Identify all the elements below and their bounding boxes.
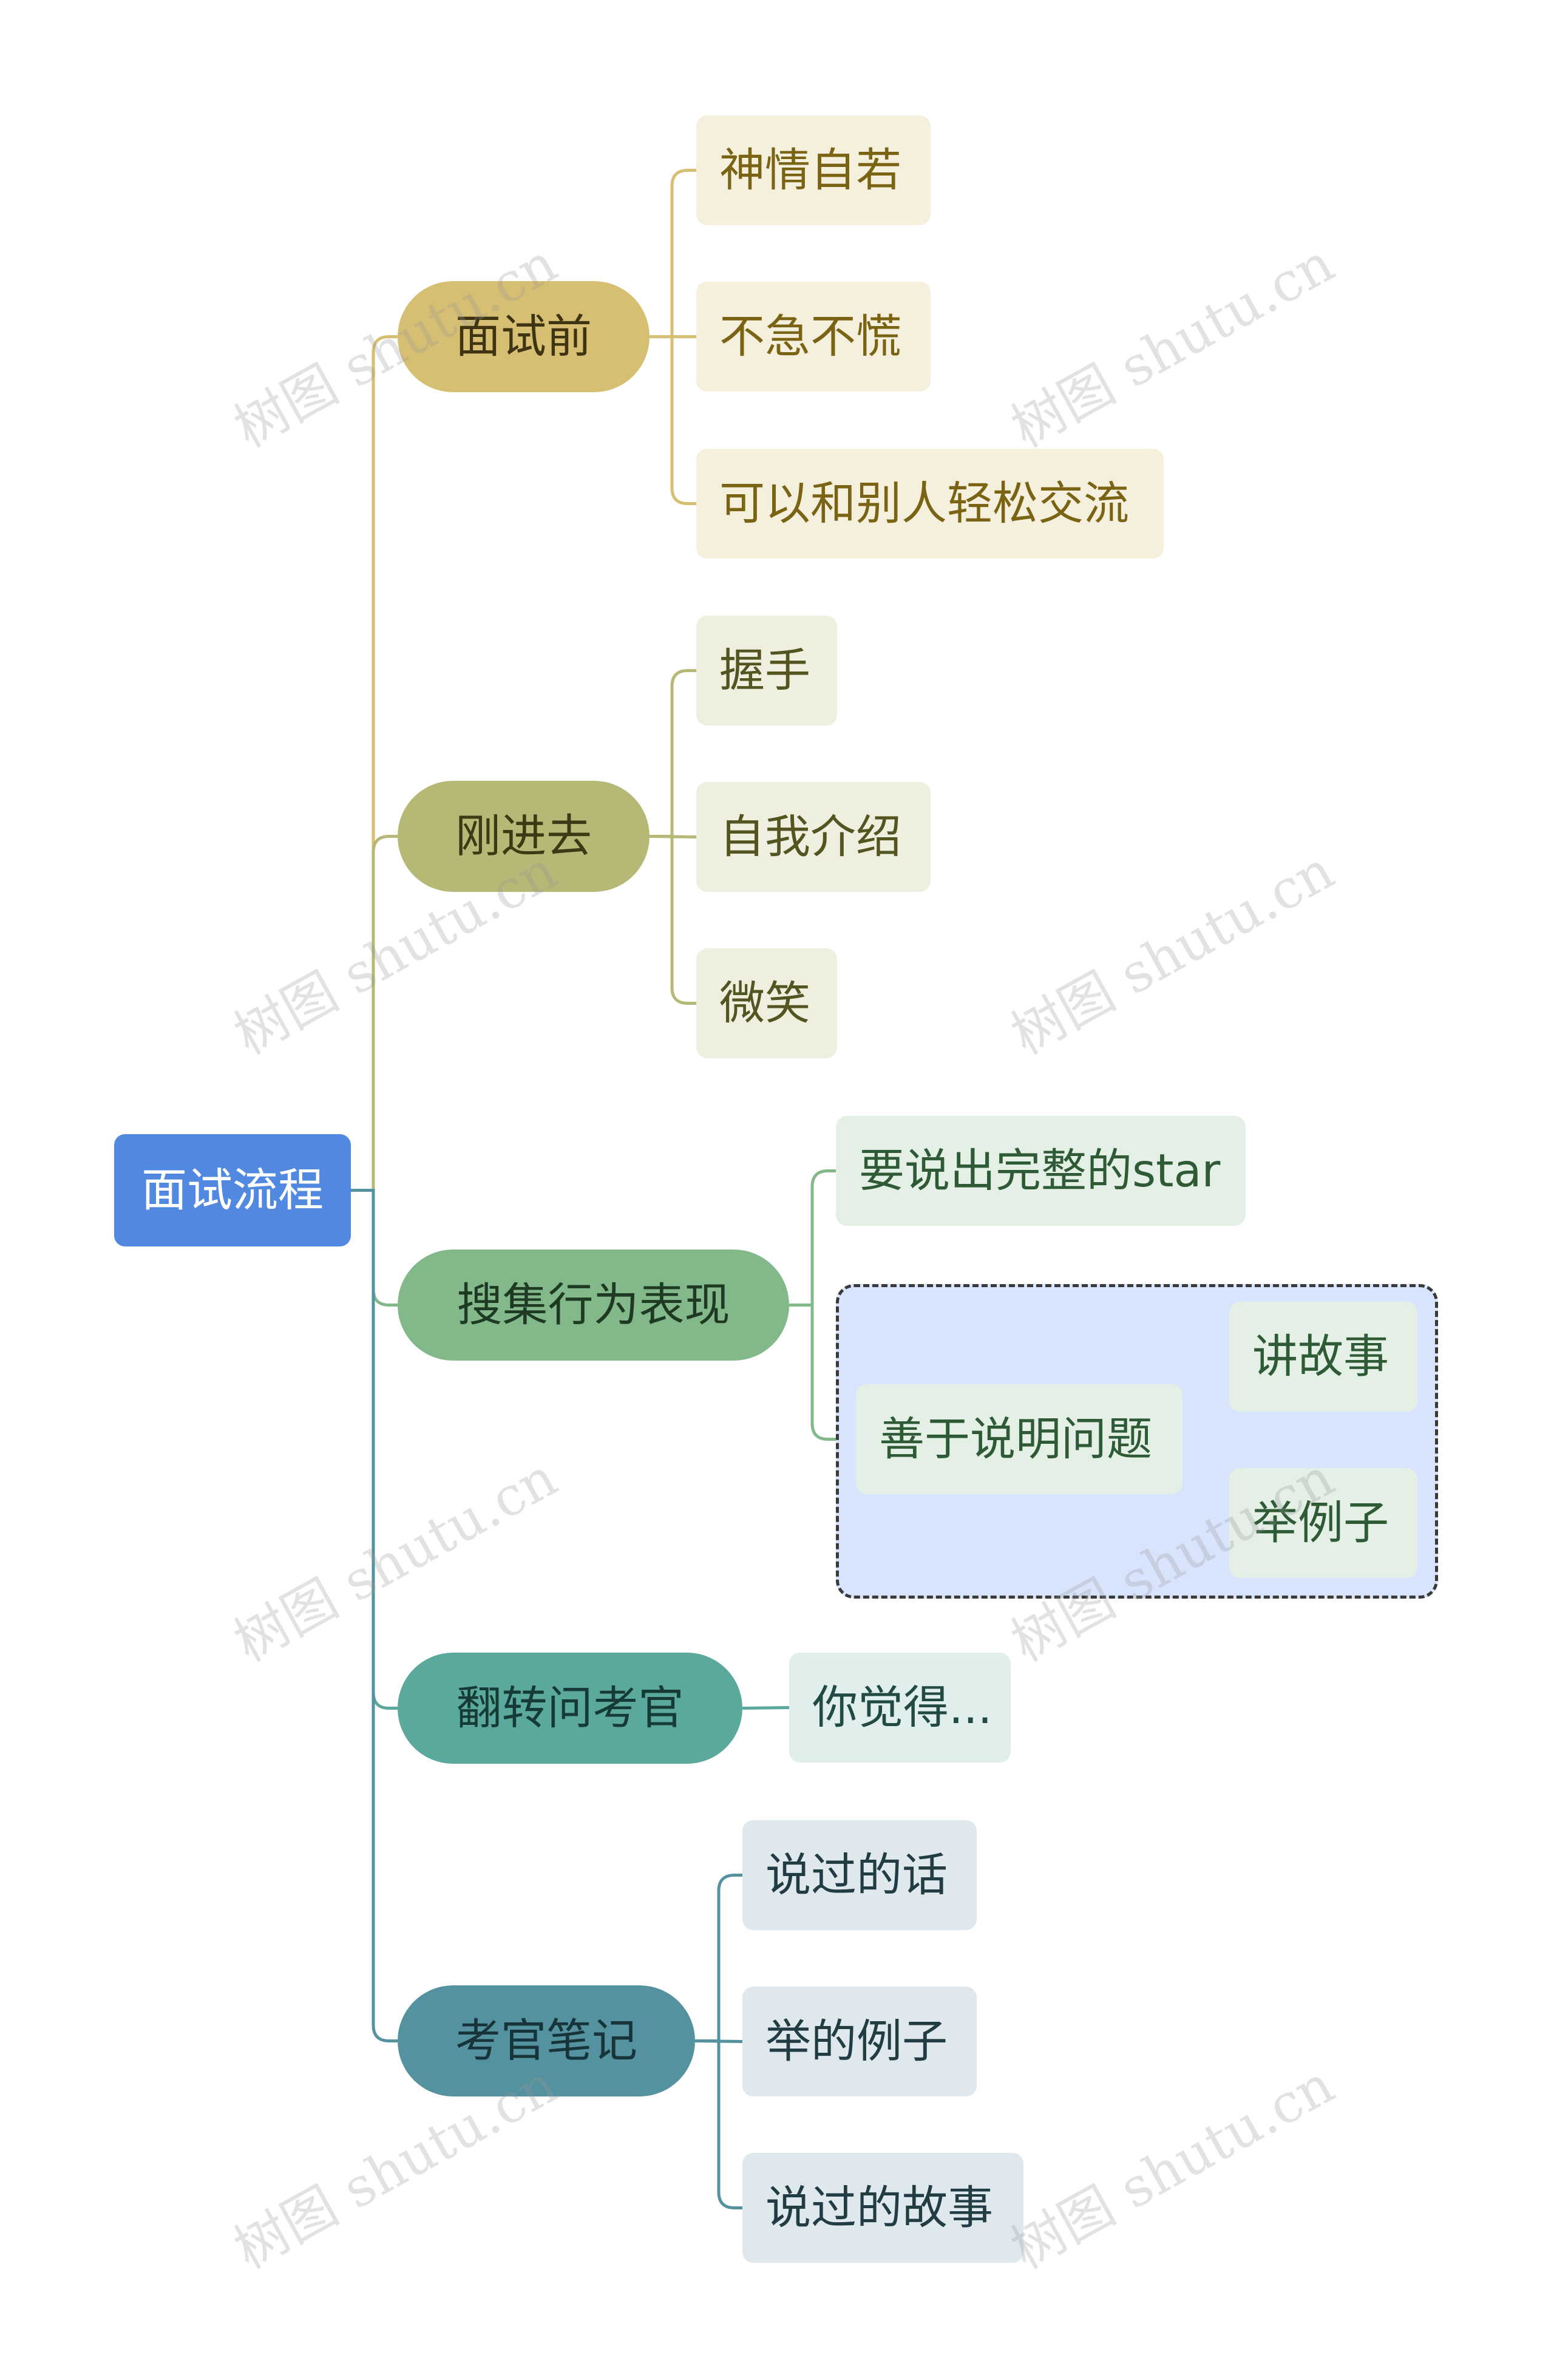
branch-node-collect-behavior[interactable]: 搜集行为表现 [398,1250,789,1361]
connector-line [351,835,398,1192]
root-node[interactable]: 面试流程 [114,1134,351,1246]
leaf-node[interactable]: 你觉得... [789,1653,1011,1763]
leaf-node[interactable]: 举的例子 [742,1987,977,2096]
connector-line [789,1304,856,1441]
leaf-node[interactable]: 善于说明问题 [856,1384,1182,1494]
connector-line [695,1874,742,2042]
connector-line [695,2039,742,2209]
branch-node-interviewer-notes[interactable]: 考官笔记 [398,1985,695,2096]
branch-node-ask-interviewer[interactable]: 翻转问考官 [398,1653,742,1764]
branch-node-before-interview[interactable]: 面试前 [398,281,650,392]
leaf-node[interactable]: 要说出完整的star [836,1116,1246,1226]
leaf-node[interactable]: 举例子 [1229,1468,1417,1578]
leaf-node[interactable]: 说过的话 [742,1820,977,1930]
leaf-node[interactable]: 自我介绍 [696,782,931,892]
leaf-node[interactable]: 握手 [696,616,837,726]
connector-line [650,669,696,838]
leaf-node[interactable]: 不急不慌 [696,282,931,392]
leaf-node[interactable]: 神情自若 [696,115,931,225]
leaf-node[interactable]: 说过的故事 [742,2153,1023,2263]
connector-line [650,169,696,338]
leaf-node[interactable]: 微笑 [696,948,837,1058]
leaf-node[interactable]: 讲故事 [1229,1302,1417,1412]
leaf-node[interactable]: 可以和别人轻松交流 [696,449,1164,559]
connector-line [789,1169,836,1307]
connector-line [650,835,696,1005]
connector-line [351,1189,398,2042]
connector-line [650,335,696,505]
branch-node-just-entered[interactable]: 刚进去 [398,781,650,892]
connector-line [351,335,398,1192]
